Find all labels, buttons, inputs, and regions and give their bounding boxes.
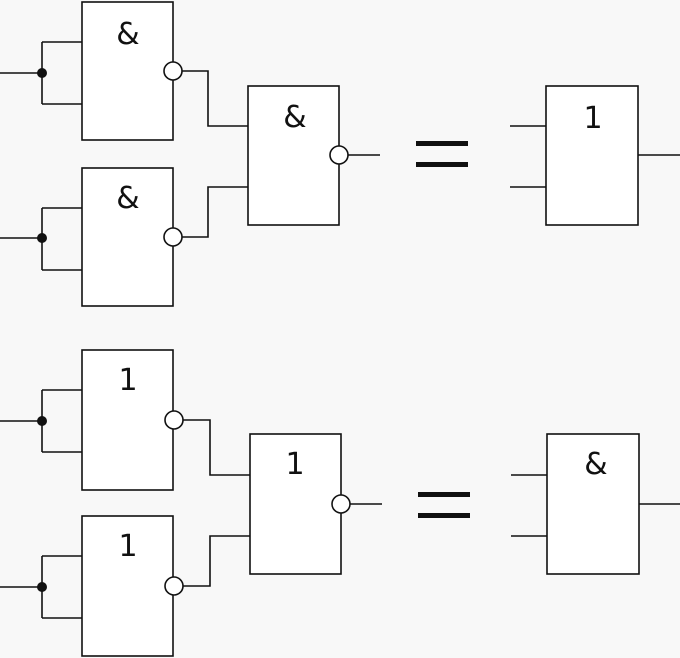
top-gate-out-inversion-bubble <box>329 145 349 165</box>
top-equivalent-box <box>545 85 639 226</box>
top-gate-b: & <box>0 167 183 307</box>
bottom-gate-b-inversion-bubble <box>164 576 184 596</box>
top-equals-bar-upper <box>416 141 468 146</box>
top-equivalent-symbol: 1 <box>583 101 602 136</box>
bottom-equivalent-box <box>546 433 640 575</box>
top-equals-sign <box>416 141 468 167</box>
bottom-gate-out: 1 <box>249 433 382 575</box>
top-equals-bar-lower <box>416 162 468 167</box>
bottom-gate-a-symbol: 1 <box>118 363 137 398</box>
bottom-gate-a-box <box>81 349 174 491</box>
top-equivalent-gate: 1 <box>510 85 680 226</box>
bottom-equals-bar-lower <box>418 513 470 518</box>
top-circuit: & & & <box>0 1 680 307</box>
top-gate-b-box <box>81 167 174 307</box>
top-gate-a-inversion-bubble <box>163 61 183 81</box>
bottom-gate-b: 1 <box>0 515 184 657</box>
top-wire-a-to-out <box>182 70 248 127</box>
top-gate-b-junction-dot <box>37 233 47 243</box>
bottom-equals-sign <box>418 492 470 518</box>
bottom-gate-a-inversion-bubble <box>164 410 184 430</box>
top-gate-out: & <box>247 85 380 226</box>
bottom-equivalent-symbol: & <box>584 447 607 482</box>
top-gate-a: & <box>0 1 183 141</box>
bottom-circuit: 1 1 1 <box>0 349 680 657</box>
bottom-gate-a: 1 <box>0 349 184 491</box>
top-wire-b-to-out <box>182 186 248 238</box>
bottom-equivalent-gate: & <box>511 433 680 575</box>
top-gate-b-inversion-bubble <box>163 227 183 247</box>
bottom-wire-a-to-out <box>183 419 250 476</box>
bottom-wire-b-to-out <box>183 535 250 587</box>
bottom-gate-a-junction-dot <box>37 416 47 426</box>
top-gate-a-box <box>81 1 174 141</box>
top-gate-out-symbol: & <box>283 100 306 135</box>
top-gate-b-symbol: & <box>116 181 139 216</box>
bottom-gate-b-junction-dot <box>37 582 47 592</box>
top-gate-a-junction-dot <box>37 68 47 78</box>
bottom-gate-b-box <box>81 515 174 657</box>
bottom-gate-b-symbol: 1 <box>118 529 137 564</box>
bottom-gate-out-inversion-bubble <box>331 494 351 514</box>
bottom-gate-out-symbol: 1 <box>285 447 304 482</box>
top-gate-a-symbol: & <box>116 17 139 52</box>
bottom-equals-bar-upper <box>418 492 470 497</box>
